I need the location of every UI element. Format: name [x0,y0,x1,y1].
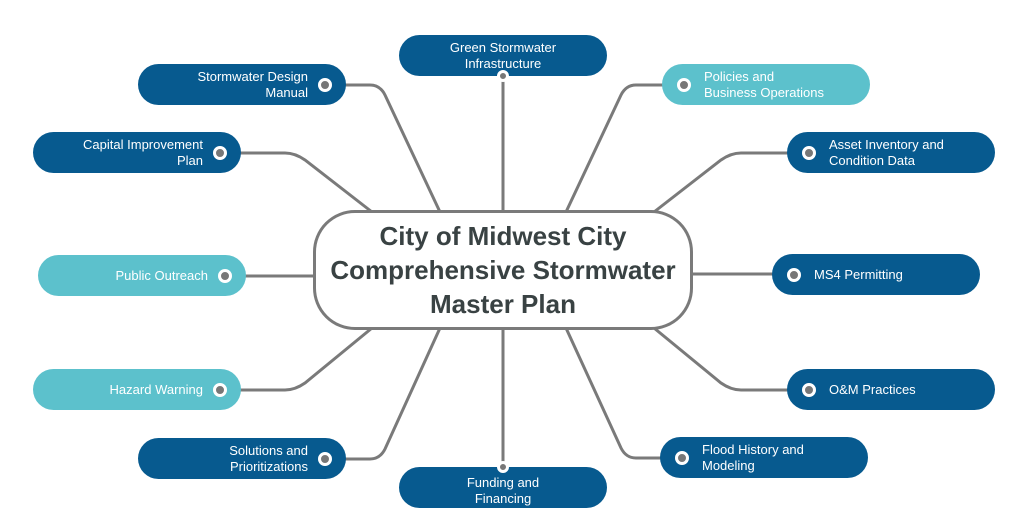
connector-dot-icon [802,382,816,397]
node-label: Solutions and [229,442,308,458]
connector-asset [653,151,792,214]
connector-dot-icon [318,77,332,92]
node-label: Prioritizations [229,458,308,474]
connector-flood [564,327,666,460]
node-label: Stormwater Design [197,68,308,84]
node-label: Condition Data [829,152,915,168]
node-label: Public Outreach [115,267,209,283]
center-line-1: City of Midwest City [379,221,627,251]
node-label: Financing [474,490,532,506]
node-label: O&M Practices [829,381,916,397]
node-label: Policies and [704,68,775,84]
center-line-3: Master Plan [430,289,576,319]
connector-dot-icon [787,267,801,282]
connector-policies [564,83,666,213]
connector-dot-icon [497,70,509,82]
node-label: Green Stormwater [449,39,557,55]
connector-dot-icon [802,145,816,160]
node-label: Infrastructure [464,55,542,71]
node-label: Asset Inventory and [829,136,944,152]
connector-solutions [340,327,442,461]
node-label: MS4 Permitting [814,266,903,282]
connector-dot-icon [497,461,509,473]
connector-capital [234,151,373,214]
node-label: Capital Improvement [83,136,203,152]
node-om-practices[interactable]: O&M Practices [787,369,995,410]
connector-dot-icon [213,382,227,397]
connector-dot-icon [218,268,232,283]
node-label: Flood History and [702,441,804,457]
node-label: Business Operations [704,84,824,100]
connector-design [340,83,442,213]
connector-om [653,326,792,392]
node-hazard-warning[interactable]: Hazard Warning [33,369,241,410]
node-ms4-permitting[interactable]: MS4 Permitting [772,254,980,295]
node-label: Manual [265,84,308,100]
node-label: Plan [176,152,203,168]
center-line-2: Comprehensive Stormwater [330,255,676,285]
connector-hazard [234,326,373,392]
node-label: Funding and [466,474,540,490]
connector-dot-icon [677,77,691,92]
connector-dot-icon [675,450,689,465]
node-label: Hazard Warning [109,381,203,397]
connector-dot-icon [318,451,332,466]
node-label: Modeling [702,457,755,473]
connector-dot-icon [213,145,227,160]
node-public-outreach[interactable]: Public Outreach [38,255,246,296]
